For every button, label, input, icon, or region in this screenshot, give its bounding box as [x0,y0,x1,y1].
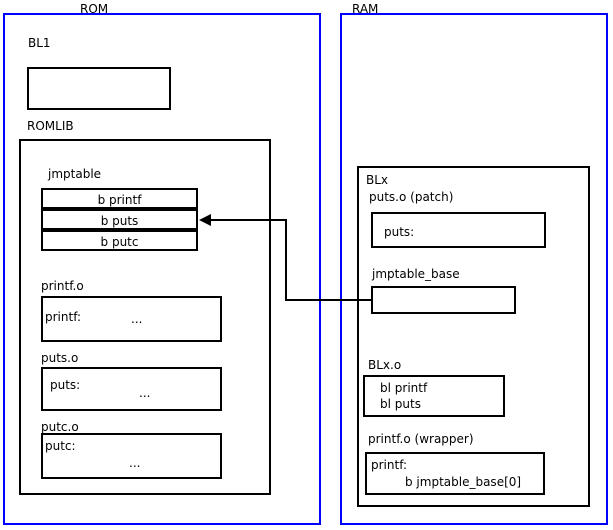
ram-region-box [340,13,608,525]
jmptable-row-label: b putc [100,235,139,249]
rom-region-box [3,13,321,525]
bl1-box [27,67,171,110]
romlib-label: ROMLIB [27,119,74,133]
jmptable-row-b-putc: b putc [41,230,198,251]
jmptable-label: jmptable [48,167,102,181]
rom-region-label: ROM [80,2,109,16]
romlib-object-symbol: puts: [50,378,81,392]
jmptable-base-box [371,286,516,314]
bl1-label: BL1 [28,36,51,50]
connector-segment-horizontal-upper [210,219,287,221]
romlib-object-box-printf-o: printf: ... [41,296,222,342]
connector-segment-vertical [285,219,287,301]
romlib-object-box-puts-o: puts: ... [41,367,222,411]
ram-region-label: RAM [352,2,379,16]
blx-o-label: BLx.o [368,358,402,372]
puts-patch-label: puts.o (patch) [369,190,454,204]
jmptable-row-b-printf: b printf [41,188,198,209]
blx-label: BLx [366,173,389,187]
jmptable-row-label: b printf [97,193,142,207]
romlib-object-label-puts-o: puts.o [41,351,79,365]
printf-wrapper-instruction: b jmptable_base[0] [405,475,522,489]
printf-wrapper-label: printf.o (wrapper) [368,432,474,446]
romlib-object-ellipsis: ... [129,456,141,470]
romlib-object-symbol: putc: [45,439,76,453]
romlib-object-ellipsis: ... [139,386,151,400]
jmptable-row-label: b puts [100,214,139,228]
blx-o-box: bl printf bl puts [363,375,505,417]
blx-o-line: bl puts [380,397,421,411]
romlib-object-ellipsis: ... [131,312,143,326]
jmptable-row-b-puts: b puts [41,209,198,230]
jmptable-base-label: jmptable_base [372,267,460,281]
romlib-object-box-putc-o: putc: ... [41,433,222,479]
puts-patch-symbol: puts: [384,225,415,239]
connector-segment-horizontal-lower [285,299,373,301]
romlib-object-label-printf-o: printf.o [41,279,84,293]
printf-wrapper-symbol: printf: [371,458,408,472]
puts-patch-box: puts: [371,212,546,248]
connector-arrowhead-icon [199,214,211,226]
romlib-object-label-putc-o: putc.o [41,420,79,434]
printf-wrapper-box: printf: b jmptable_base[0] [365,452,545,495]
blx-o-line: bl printf [380,381,428,395]
romlib-object-symbol: printf: [45,310,82,324]
